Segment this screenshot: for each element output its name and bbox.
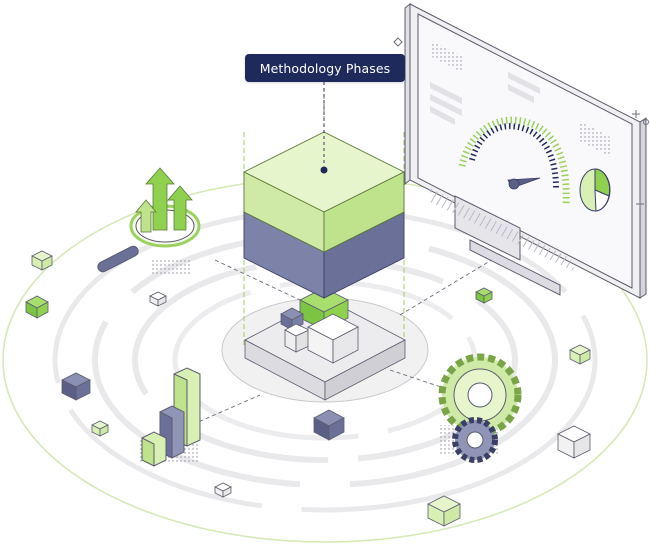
speedometer-gauge-icon (458, 116, 570, 206)
floating-cubes (25, 250, 591, 527)
methodology-phases-label: Methodology Phases (245, 54, 405, 82)
monitor-with-gauge-icon (404, 2, 647, 299)
phase-marker-dot (320, 166, 328, 174)
pie-chart-icon (579, 168, 611, 212)
sparkle-icons (393, 37, 649, 208)
pedestal-cubes (280, 287, 359, 364)
bar-chart-icon (140, 367, 201, 467)
growth-arrows-icon (135, 167, 193, 233)
gears-icon (438, 353, 522, 463)
